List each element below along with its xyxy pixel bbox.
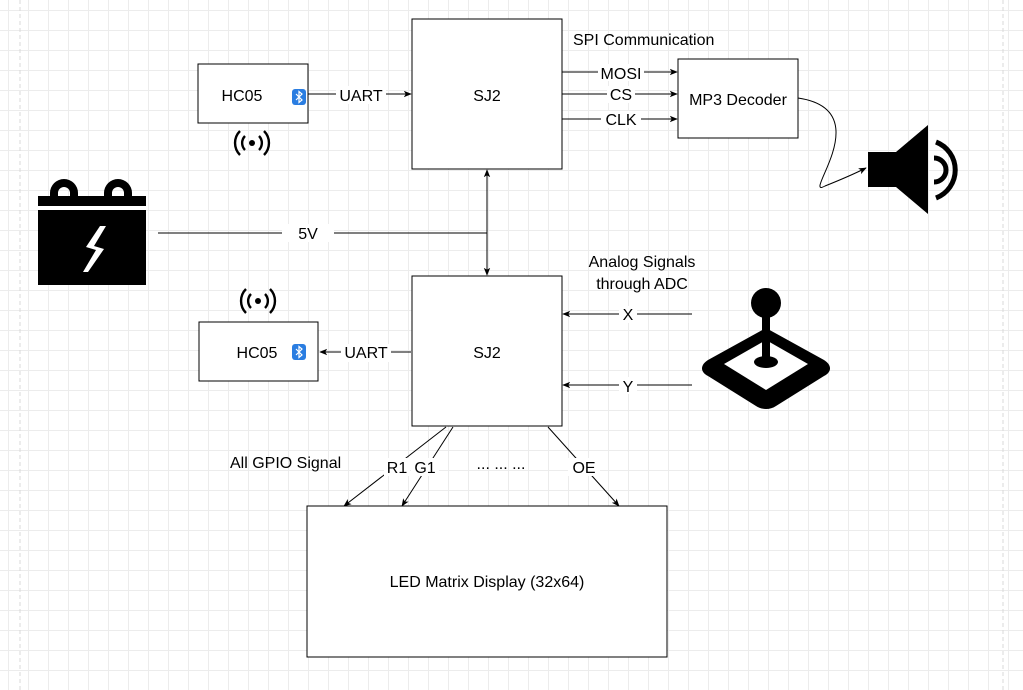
x-label: X (623, 307, 634, 324)
hc05-bottom-label: HC05 (237, 345, 278, 362)
uart-bottom-label: UART (344, 345, 387, 362)
hc05-top-block[interactable] (197, 63, 309, 124)
y-label: Y (623, 379, 634, 396)
audio-line (797, 97, 867, 188)
wireless-signal-icon (233, 130, 271, 156)
speaker-icon (868, 125, 958, 214)
mp3-decoder-block[interactable] (677, 58, 799, 139)
battery-icon (38, 179, 146, 285)
cs-label: CS (610, 87, 632, 104)
sj2-bottom-label: SJ2 (473, 345, 501, 362)
gpio-title: All GPIO Signal (230, 455, 341, 472)
hc05-top-label: HC05 (222, 88, 263, 105)
oe-label: OE (572, 460, 595, 477)
led-matrix-block[interactable] (306, 505, 668, 658)
clk-label: CLK (605, 112, 636, 129)
mp3-decoder-label: MP3 Decoder (689, 92, 787, 109)
sj2-top-block[interactable] (411, 18, 563, 170)
bluetooth-icon (292, 344, 306, 360)
uart-top-label: UART (339, 88, 382, 105)
analog-title-line1: Analog Signals (589, 254, 696, 271)
led-matrix-label: LED Matrix Display (32x64) (390, 574, 585, 591)
r1-label: R1 (387, 460, 408, 477)
wireless-signal-icon (239, 288, 277, 314)
power-label: 5V (298, 226, 318, 243)
spi-title: SPI Communication (573, 32, 714, 49)
g1-label: G1 (414, 460, 435, 477)
joystick-icon (702, 288, 830, 409)
sj2-bottom-block[interactable] (411, 275, 563, 427)
sj2-top-label: SJ2 (473, 88, 501, 105)
bluetooth-icon (292, 89, 306, 105)
mosi-label: MOSI (601, 66, 642, 83)
analog-title-line2: through ADC (596, 276, 688, 293)
ellipsis-label: ... ... ... (477, 456, 526, 473)
